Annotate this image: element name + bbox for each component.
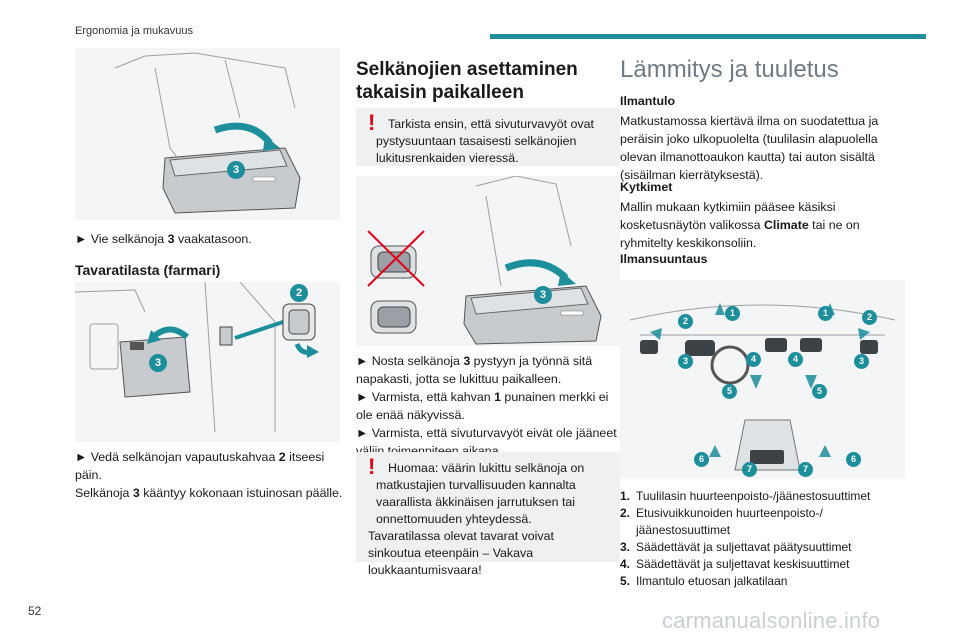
watermark: carmanualsonline.info [662,608,881,633]
step-check-red-mark: ► Varmista, että kahvan 1 punainen merkk… [356,390,609,422]
step-seat-folds: Selkänoja 3 kääntyy kokonaan istuinosan … [75,486,343,500]
heading-controls: Kytkimet [620,180,673,194]
callout-badge: 7 [742,462,757,477]
vent-legend: 1.Tuulilasin huurteenpoisto-/jäänestosuu… [620,488,910,590]
callout-badge: 3 [227,161,245,179]
heading-heating-ventilation: Lämmitys ja tuuletus [620,56,839,83]
callout-badge: 5 [812,384,827,399]
warning-icon: ! [368,454,376,479]
figure-raise-seatback: 3 [356,176,620,346]
callout-badge: 2 [862,310,877,325]
header-accent-rule [490,34,926,39]
callout-badge: 7 [798,462,813,477]
trunk-release-illustration [75,282,319,433]
note-seatbelt-check: ! Tarkista ensin, että sivuturvavyöt ova… [356,108,620,166]
page-number: 52 [28,604,42,618]
heading-trunk-release: Tavaratilasta (farmari) [75,262,221,278]
seatback-folded-illustration [114,52,301,214]
callout-badge: 1 [725,306,740,321]
callout-badge: 1 [818,306,833,321]
warning-icon: ! [368,110,376,135]
callout-badge: 6 [694,452,709,467]
callout-badge: 2 [678,314,693,329]
legend-item: 3.Säädettävät ja suljettavat päätysuutti… [620,540,852,554]
note-lock-warning: ! Huomaa: väärin lukittu selkänoja on ma… [356,452,620,577]
paragraph-controls: Mallin mukaan kytkimiin pääsee käsiksi k… [620,200,860,250]
step-lay-flat: ► Vie selkänoja 3 vaakatasoon. [75,232,252,246]
figure-seatback-folded: 3 [75,48,340,220]
step-pull-handle: ► Vedä selkänojan vapautuskahvaa 2 itsee… [75,450,325,482]
callout-badge: 2 [290,284,308,302]
callout-badge: 4 [746,352,761,367]
raise-seatback-illustration [367,176,602,345]
heading-air-intake: Ilmantulo [620,94,676,108]
callout-badge: 3 [534,286,552,304]
legend-item: 1.Tuulilasin huurteenpoisto-/jäänestosuu… [620,489,871,503]
callout-badge: 3 [149,354,167,372]
callout-badge: 6 [846,452,861,467]
air-distribution-illustration [629,303,896,471]
running-header: Ergonomia ja mukavuus [75,25,194,37]
figure-trunk-release: 2 3 [75,282,340,442]
heading-air-distribution: Ilmansuuntaus [620,252,708,266]
callout-badge: 5 [722,384,737,399]
legend-item: 4.Säädettävät ja suljettavat keskisuutti… [620,557,850,571]
heading-reposition-seatbacks: Selkänojien asettaminen takaisin paikall… [356,59,578,103]
callout-badge: 4 [788,352,803,367]
step-lift-seatback: ► Nosta selkänoja 3 pystyyn ja työnnä si… [356,354,593,386]
legend-item: 5.Ilmantulo etuosan jalkatilaan [620,574,788,588]
callout-badge: 3 [854,354,869,369]
paragraph-air-intake: Matkustamossa kiertävä ilma on suodatett… [620,114,879,182]
legend-item: 2.Etusivuikkunoiden huurteenpoisto-/ jää… [620,506,823,537]
callout-badge: 3 [678,354,693,369]
figure-air-distribution: 1 1 2 2 3 3 4 4 5 5 6 6 7 7 [620,280,905,478]
